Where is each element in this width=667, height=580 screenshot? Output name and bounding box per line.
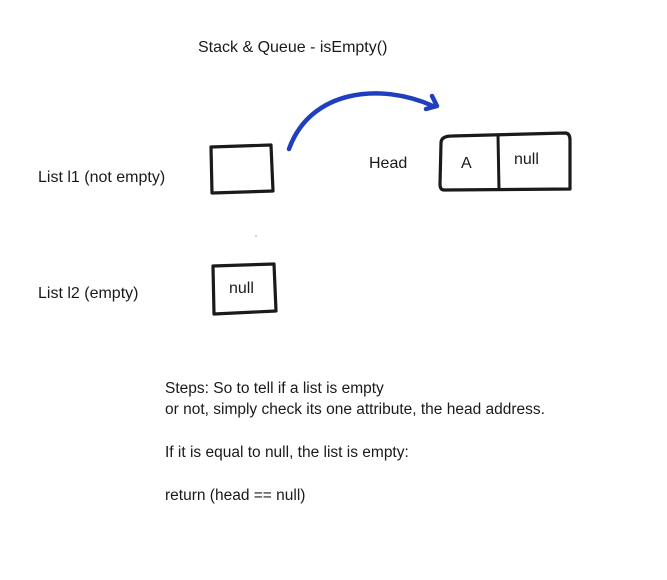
l2-head-null-label: null [229,280,254,297]
stray-dot [255,235,257,237]
steps-line-3: If it is equal to null, the list is empt… [165,444,409,461]
l1-node-divider [496,134,501,191]
l1-head-box [209,143,275,195]
head-label: Head [369,155,408,172]
steps-line-4: return (head == null) [165,487,306,504]
head-pointer-arrow [286,91,436,152]
steps-spacer [165,463,545,485]
list-l1-label: List l1 (not empty) [38,169,166,186]
l2-head-box [211,262,278,316]
node-next-null-label: null [514,151,539,168]
steps-line-1: Steps: So to tell if a list is empty [165,380,384,397]
steps-line-2: or not, simply check its one attribute, … [165,401,545,418]
steps-text: Steps: So to tell if a list is empty or … [165,378,545,506]
diagram-title: Stack & Queue - isEmpty() [198,39,388,56]
steps-spacer [165,420,545,442]
l1-node-box [438,131,572,192]
head-pointer-arrowhead [423,93,440,112]
list-l2-label: List l2 (empty) [38,285,139,302]
node-value-label: A [461,155,472,172]
